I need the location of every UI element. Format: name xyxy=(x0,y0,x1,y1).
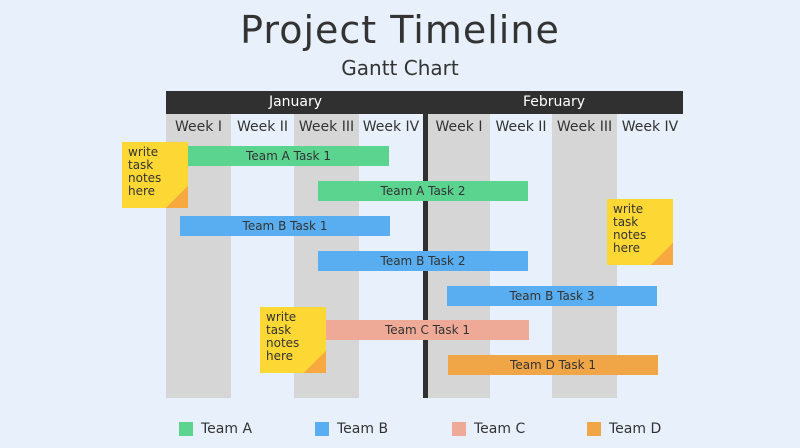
sticky-note[interactable]: write task notes here xyxy=(607,199,673,265)
legend-swatch xyxy=(315,422,329,436)
legend-item-team-c: Team C xyxy=(452,421,525,437)
month-divider xyxy=(423,91,428,398)
task-bar[interactable]: Team C Task 1 xyxy=(326,320,529,340)
note-text: write task notes here xyxy=(266,310,300,363)
month-header-february: February xyxy=(425,91,683,114)
sticky-note[interactable]: write task notes here xyxy=(122,142,188,208)
note-text: write task notes here xyxy=(613,202,647,255)
page-title: Project Timeline xyxy=(240,8,560,52)
legend-swatch xyxy=(452,422,466,436)
task-bar[interactable]: Team D Task 1 xyxy=(448,355,658,375)
legend-swatch xyxy=(179,422,193,436)
week-column: Week III xyxy=(552,114,617,398)
week-column: Week II xyxy=(236,119,289,135)
legend-label: Team C xyxy=(474,421,526,437)
legend-label: Team B xyxy=(337,421,389,437)
task-bar[interactable]: Team B Task 1 xyxy=(180,216,390,236)
week-column: Week IV xyxy=(621,119,679,135)
task-bar[interactable]: Team B Task 2 xyxy=(318,251,528,271)
legend-item-team-b: Team B xyxy=(315,421,388,437)
legend-label: Team A xyxy=(201,421,253,437)
month-header-january: January xyxy=(166,91,425,114)
note-fold xyxy=(166,186,188,208)
note-fold xyxy=(304,351,326,373)
task-bar[interactable]: Team A Task 2 xyxy=(318,181,528,201)
note-fold xyxy=(651,243,673,265)
legend-item-team-d: Team D xyxy=(587,421,661,437)
week-column: Week IV xyxy=(362,119,420,135)
legend-label: Team D xyxy=(609,421,662,437)
task-bar[interactable]: Team B Task 3 xyxy=(447,286,657,306)
sticky-note[interactable]: write task notes here xyxy=(260,307,326,373)
legend-item-team-a: Team A xyxy=(179,421,252,437)
task-bar[interactable]: Team A Task 1 xyxy=(188,146,389,166)
page-subtitle: Gantt Chart xyxy=(341,56,459,80)
note-text: write task notes here xyxy=(128,145,162,198)
week-column: Week II xyxy=(495,119,547,135)
legend-swatch xyxy=(587,422,601,436)
